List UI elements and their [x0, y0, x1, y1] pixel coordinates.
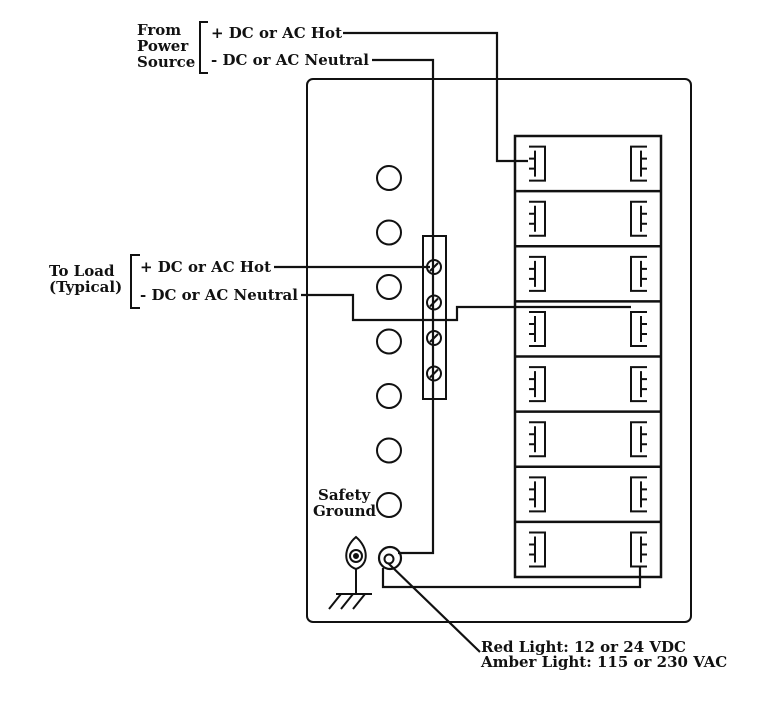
labels: From Power Source + DC or AC Hot - DC or… — [49, 21, 727, 671]
panel-outline — [306, 78, 692, 623]
wires — [274, 31, 642, 653]
bracket-load — [130, 254, 140, 309]
breaker-terminal-left — [529, 145, 546, 182]
breaker-terminal-left — [529, 255, 546, 292]
safety-label: Safety — [318, 486, 371, 504]
load-neutral-label: - DC or AC Neutral — [140, 286, 298, 304]
power-hot-label: + DC or AC Hot — [211, 24, 342, 42]
terminal-strip-body — [422, 235, 447, 400]
panel-hole — [376, 274, 402, 300]
indicator-light — [377, 545, 403, 571]
load-hot-label: + DC or AC Hot — [140, 258, 271, 276]
breaker-terminal-right — [630, 476, 647, 513]
power-neutral-label: - DC or AC Neutral — [211, 51, 369, 69]
breaker-terminal-right — [630, 310, 647, 347]
wire-light-return — [381, 566, 642, 589]
ground-stud-ring — [349, 549, 363, 563]
panel-hole — [376, 219, 402, 246]
indicator-light-inner — [383, 553, 395, 565]
breaker-terminal-left — [529, 476, 546, 513]
to-load-label: To Load — [49, 262, 115, 280]
from-label: From — [137, 21, 181, 39]
wire-power-hot — [343, 31, 528, 163]
amber-light-label: Amber Light: 115 or 230 VAC — [480, 653, 727, 671]
breaker-terminal-right — [630, 255, 647, 292]
panel-hole — [376, 437, 402, 464]
breaker-terminal-right — [630, 145, 647, 182]
panel-hole — [376, 383, 402, 409]
breaker-block — [513, 134, 663, 579]
breaker-terminal-left — [529, 310, 546, 347]
indicator-light-outer — [377, 545, 403, 571]
breaker-terminal-left — [529, 421, 546, 458]
panel-hole — [376, 165, 402, 191]
source-label: Source — [137, 53, 195, 71]
breaker-terminal-right — [630, 421, 647, 458]
breaker-terminal-right — [630, 366, 647, 403]
breaker-terminal-left — [529, 531, 546, 568]
ground-stud-center — [353, 553, 359, 559]
ground-hatch — [328, 593, 366, 610]
power-label: Power — [137, 37, 189, 55]
breaker-terminal-right — [630, 531, 647, 568]
bracket-power — [199, 21, 208, 74]
red-light-label: Red Light: 12 or 24 VDC — [481, 638, 686, 656]
panel-hole — [376, 328, 402, 355]
ground-label: Ground — [313, 502, 377, 520]
breaker-terminal-left — [529, 366, 546, 403]
breaker-terminal-right — [630, 200, 647, 237]
panel-holes — [376, 165, 402, 518]
brackets — [130, 21, 208, 309]
breaker-terminal-left — [529, 200, 546, 237]
ground-symbol-icon — [328, 535, 372, 610]
wire-load-neutral — [301, 293, 631, 322]
wire-power-neutral — [372, 58, 435, 555]
terminal-strip — [422, 235, 447, 400]
typical-label: (Typical) — [49, 278, 122, 296]
panel-hole — [376, 492, 402, 518]
wire-light-leader — [387, 562, 481, 653]
